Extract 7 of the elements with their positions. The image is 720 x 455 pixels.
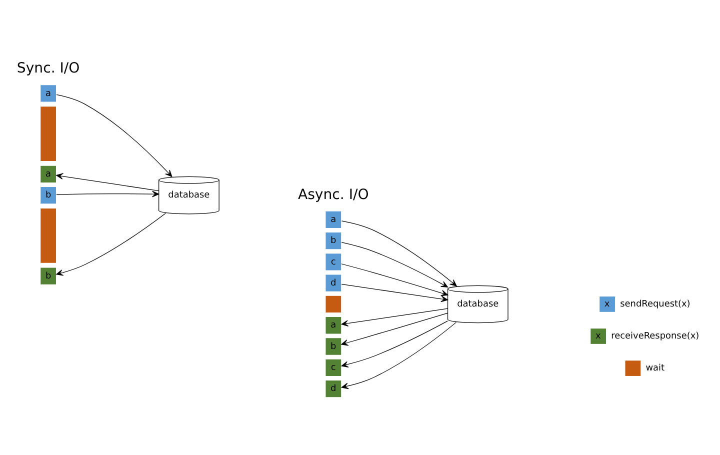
- label: Sync. I/O: [16, 60, 80, 77]
- label: x: [595, 332, 601, 342]
- label: x: [604, 300, 610, 310]
- label: Async. I/O: [298, 186, 369, 203]
- legend-label: sendRequest(x): [620, 300, 690, 310]
- legend-label: receiveResponse(x): [611, 332, 700, 342]
- legend-label: wait: [646, 364, 665, 374]
